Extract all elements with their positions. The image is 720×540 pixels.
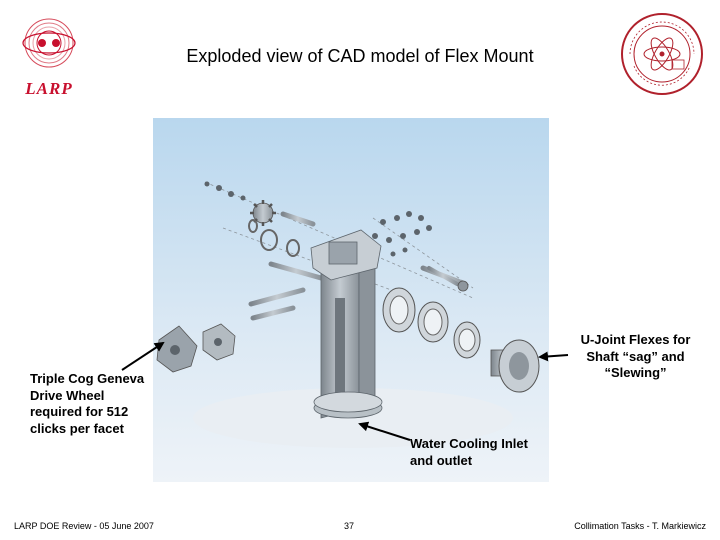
slide-title: Exploded view of CAD model of Flex Mount (186, 46, 534, 66)
slac-seal-logo (620, 12, 704, 96)
cad-exploded-view-image (153, 118, 549, 482)
footer-page-number: 37 (344, 521, 355, 531)
slac-seal-icon (621, 13, 703, 95)
footer-author: Collimation Tasks - T. Markiewicz (574, 521, 706, 531)
cad-model-drawing (156, 181, 540, 448)
callout-u-joint-flexes: U-Joint Flexes for Shaft “sag” and “Slew… (580, 332, 691, 380)
larp-logo: LARP (14, 14, 84, 98)
footer-event: LARP DOE Review - 05 June 2007 (14, 521, 154, 531)
callout-geneva-drive: Triple Cog Geneva Drive Wheel required f… (30, 371, 145, 436)
larp-logo-text: LARP (25, 79, 73, 98)
larp-logo-graphic (22, 18, 76, 68)
callout-water-cooling: Water Cooling Inlet and outlet (410, 436, 528, 468)
